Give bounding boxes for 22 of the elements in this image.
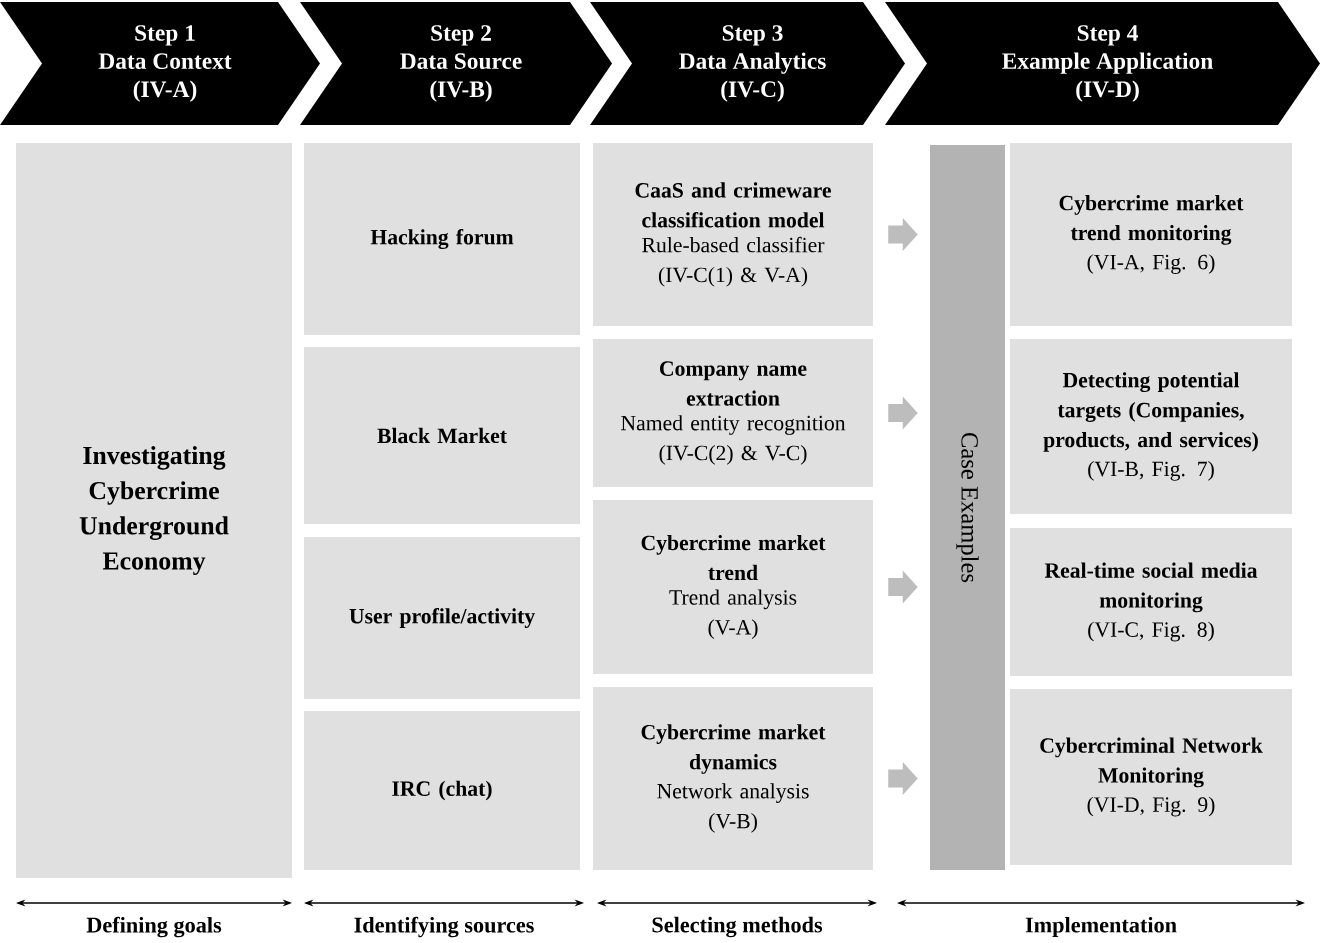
source-box: IRC (chat) [304,711,580,870]
step-header: Step 3 Data Analytics (IV-C) [590,2,905,125]
method-box: Cybercrime market trend Trend analysis (V-A) [593,500,873,674]
step-header: Step 2 Data Source (IV-B) [300,2,612,125]
method-box: Company name extraction Named entity recognition (IV-C(2) & V-C) [593,339,873,487]
application-box: Real-time social media monitoring (VI-C, Fig. 8) [1010,528,1292,676]
stage-label: Defining goals [86,916,222,938]
application-box: Detecting potential targets (Companies, products, and services) (VI-B, Fig. 7) [1010,339,1292,514]
case-examples-bar: Case Examples [930,145,1005,870]
goal-box: Investigating Cybercrime Underground Economy [16,143,292,878]
stage-label: Selecting methods [652,916,823,938]
method-box: Cybercrime market dynamics Network analysis (V-B) [593,687,873,870]
application-box: Cybercriminal Network Monitoring (VI-D, Fig. 9) [1010,689,1292,865]
source-box: Hacking forum [304,143,580,335]
stage-label: Implementation [1025,916,1177,938]
step-header: Step 1 Data Context (IV-A) [0,2,320,125]
stage-label: Identifying sources [354,916,534,938]
step-header: Step 4 Example Application (IV-D) [885,2,1320,125]
source-box: Black Market [304,347,580,524]
method-box: CaaS and crimeware classification model Rule-based classifier (IV-C(1) & V-A) [593,143,873,326]
application-box: Cybercrime market trend monitoring (VI-A, Fig. 6) [1010,143,1292,326]
source-box: User profile/activity [304,537,580,699]
